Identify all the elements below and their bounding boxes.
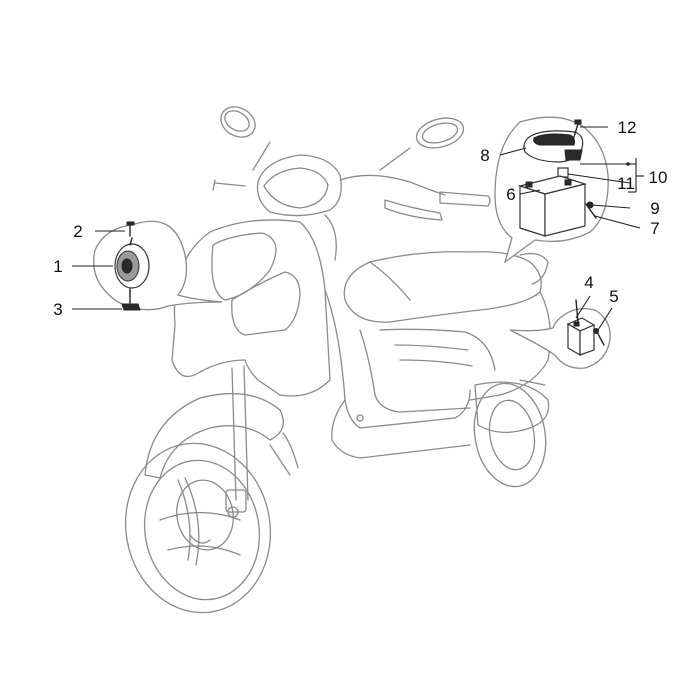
callout-2: 2 [73,222,82,241]
battery-detail-bubble [494,116,609,264]
battery-strap-icon [585,201,597,219]
fuse-box-icon [523,130,584,163]
horn-detail-bubble [93,220,223,311]
callout-12: 12 [618,118,637,137]
relay-detail-bubble [509,299,611,369]
screw-icon [572,119,582,141]
callout-3: 3 [53,300,62,319]
scooter-outline [124,106,551,614]
callout-8: 8 [480,146,489,165]
callout-labels: 2 1 3 4 5 6 7 8 9 10 11 12 [53,118,667,319]
relay-icon [566,299,596,357]
horn-bracket-icon [121,288,141,311]
bolt-icon [593,328,605,346]
callout-4: 4 [584,273,593,292]
callout-5: 5 [609,287,618,306]
callout-7: 7 [650,219,659,238]
callout-11: 11 [617,174,635,193]
callout-6: 6 [506,185,515,204]
screw-icon [126,221,135,237]
battery-icon [517,175,588,237]
callout-1: 1 [53,257,62,276]
callout-9: 9 [650,199,659,218]
leader-lines [72,126,644,331]
callout-10: 10 [649,168,668,187]
horn-icon [114,237,150,289]
